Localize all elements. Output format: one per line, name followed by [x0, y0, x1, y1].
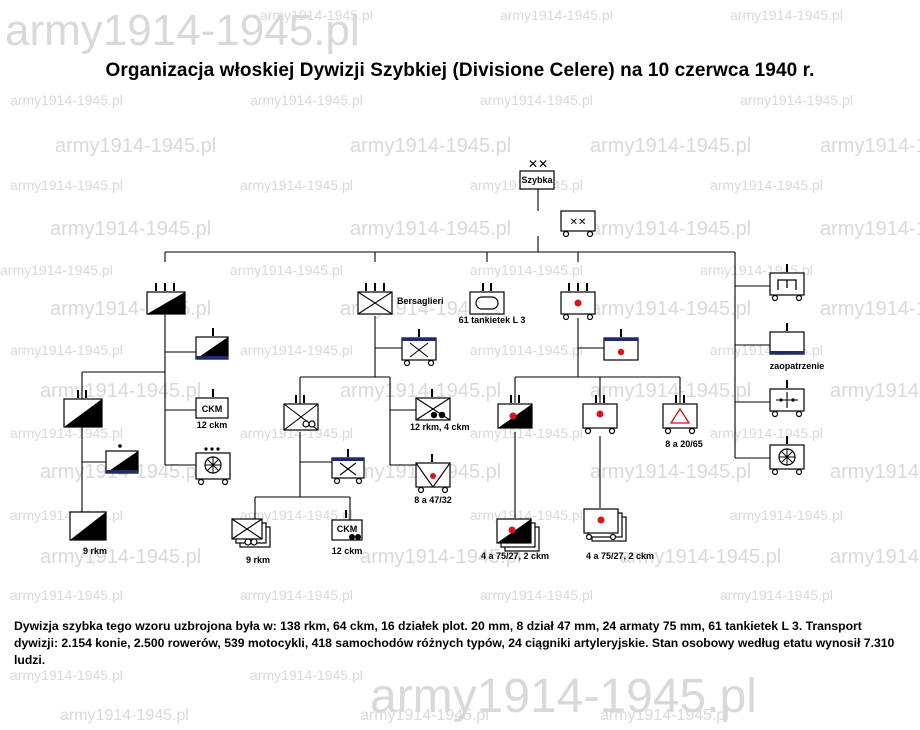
motor-artillery-group-symbol	[582, 395, 618, 435]
supply-label: zaopatrzenie	[770, 361, 825, 371]
cavalry-squadron-group-symbol	[63, 390, 103, 428]
cavalry-squadron-note: 9 rkm	[83, 546, 107, 556]
cavalry-regiment-symbol	[146, 283, 186, 315]
bersaglieri-battalion-symbol	[283, 395, 319, 431]
connector-lines	[81, 189, 770, 520]
divisional-supply-symbol: zaopatrzenie	[769, 323, 825, 371]
division-label: Szybka	[521, 175, 553, 185]
tankette-group-symbol: 61 tankietek L 3	[459, 283, 526, 325]
cavalry-mg-note: 12 ckm	[197, 420, 228, 430]
summary-text: Dywizja szybka tego wzoru uzbrojona była…	[14, 619, 895, 667]
page-title: Organizacja włoskiej Dywizji Szybkiej (D…	[105, 60, 815, 81]
bersaglieri-hq-symbol	[401, 329, 437, 367]
bersaglieri-hq-company-symbol	[331, 449, 365, 485]
bersaglieri-mg-note: 12 ckm	[332, 546, 363, 556]
cavalry-support-symbol	[105, 444, 139, 474]
bersaglieri-label: Bersaglieri	[397, 296, 444, 306]
horse-artillery-battery-symbol: 4 a 75/27, 2 ckm	[481, 518, 549, 561]
bersaglieri-company-note: 9 rkm	[246, 555, 270, 565]
divisional-engineer-symbol	[769, 264, 805, 302]
artillery-regiment-symbol	[560, 283, 596, 321]
cavalry-hq-symbol	[195, 328, 229, 360]
division-hq-symbol: ✕✕	[560, 210, 596, 238]
bersaglieri-motor-note: 12 rkm, 4 ckm	[410, 422, 470, 432]
bersaglieri-at-note: 8 a 47/32	[414, 495, 452, 505]
art-battery2-note: 4 a 75/27, 2 ckm	[586, 551, 654, 561]
bersaglieri-antitank-symbol: 8 a 47/32	[414, 454, 452, 505]
cavalry-aa-battery-symbol	[195, 447, 231, 486]
bersaglieri-regiment-symbol: Bersaglieri	[357, 283, 444, 315]
horse-artillery-group-symbol	[497, 395, 533, 429]
art-battery1-note: 4 a 75/27, 2 ckm	[481, 551, 549, 561]
bersaglieri-company-symbol: 9 rkm	[231, 518, 271, 565]
bersaglieri-mg-company-symbol: CKM 12 ckm	[331, 510, 363, 556]
aa-battery-symbol: 8 a 20/65	[662, 395, 703, 449]
cavalry-ckm-label: CKM	[202, 404, 223, 414]
bersaglieri-motorcycle-company-symbol: 12 rkm, 4 ckm	[410, 389, 470, 432]
artillery-hq-symbol	[603, 329, 639, 361]
bersaglieri-ckm-label: CKM	[337, 524, 358, 534]
cavalry-squadron-symbol: 9 rkm	[69, 511, 107, 556]
cavalry-mg-company-symbol: CKM 12 ckm	[195, 389, 229, 430]
svg-text:✕✕: ✕✕	[528, 157, 548, 171]
division-symbol: ✕✕ Szybka	[519, 157, 555, 190]
aa-note: 8 a 20/65	[665, 439, 703, 449]
divisional-medical-symbol	[769, 380, 805, 418]
svg-text:✕✕: ✕✕	[570, 217, 587, 228]
divisional-aa-symbol	[769, 436, 805, 476]
motor-artillery-battery-symbol: 4 a 75/27, 2 ckm	[583, 508, 654, 561]
tank-label: 61 tankietek L 3	[459, 315, 526, 325]
